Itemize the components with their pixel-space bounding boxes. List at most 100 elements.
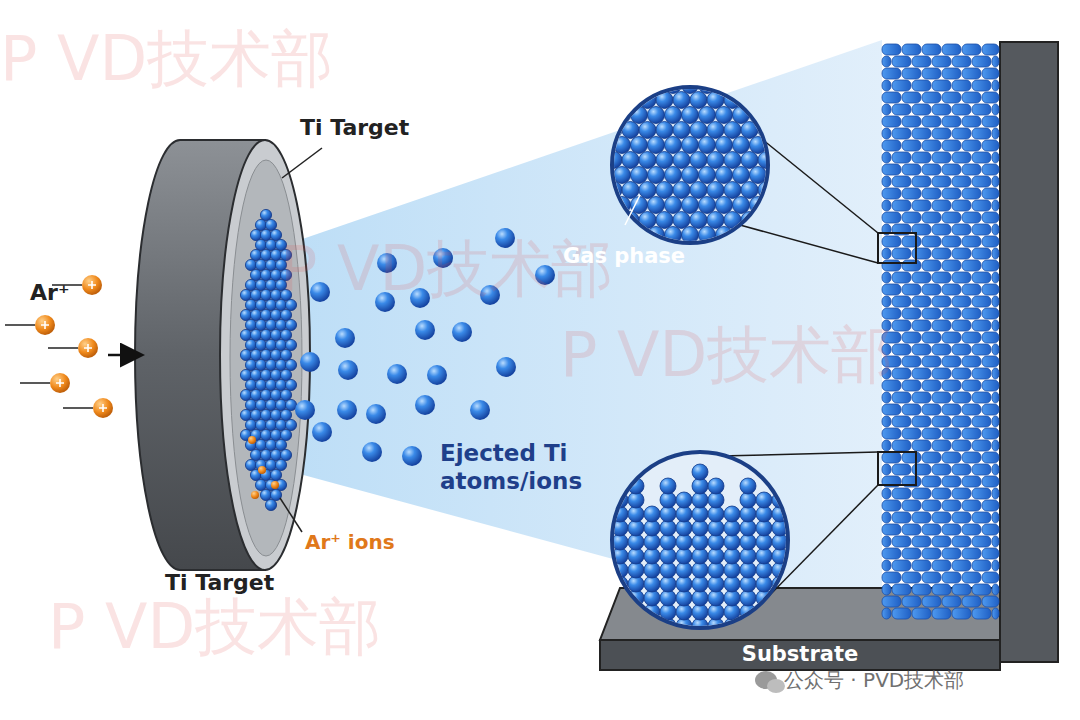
atom — [452, 322, 472, 342]
film-grain — [972, 392, 991, 403]
film-grain — [892, 608, 911, 619]
film-grain — [922, 212, 941, 223]
atom — [285, 339, 296, 350]
film-grain — [922, 524, 941, 535]
atom — [673, 152, 690, 169]
atom — [648, 137, 665, 154]
atom — [756, 534, 772, 550]
film-grain — [932, 488, 951, 499]
gas-leader — [625, 195, 640, 225]
film-grain — [922, 404, 941, 415]
atom — [740, 576, 756, 592]
film-grain — [892, 368, 911, 379]
film-grain — [952, 176, 971, 187]
film-grain — [992, 608, 999, 619]
film-grain — [982, 380, 999, 391]
magnifier-ring — [612, 452, 788, 628]
atom — [245, 319, 256, 330]
atom — [733, 77, 750, 94]
film-grain — [962, 596, 981, 607]
atom — [690, 92, 707, 109]
film-grain — [892, 104, 911, 115]
film-grain — [902, 548, 921, 559]
film-grain — [952, 152, 971, 163]
atom — [260, 389, 271, 400]
target-face-inner — [230, 160, 302, 556]
argon-ions — [5, 275, 113, 418]
atom — [260, 369, 271, 380]
atom — [285, 379, 296, 390]
film-grain — [962, 524, 981, 535]
atom — [280, 309, 291, 320]
atom — [692, 576, 708, 592]
atom — [741, 182, 758, 199]
film-grain — [882, 92, 901, 103]
film-grain — [992, 560, 999, 571]
film-grain — [882, 296, 891, 307]
film-grain — [962, 452, 981, 463]
atom — [614, 227, 631, 244]
atom — [758, 92, 775, 109]
label-leader — [282, 148, 322, 178]
film-grain — [892, 512, 911, 523]
atom — [690, 122, 707, 139]
film-grain — [882, 176, 891, 187]
atom — [250, 369, 261, 380]
film-grain — [982, 140, 999, 151]
film-grain — [882, 104, 891, 115]
atom — [660, 632, 676, 648]
atom — [275, 359, 286, 370]
film-grain — [962, 44, 981, 55]
atom — [644, 590, 660, 606]
atom — [387, 364, 407, 384]
atom — [295, 400, 315, 420]
atom — [644, 562, 660, 578]
film-grain — [952, 536, 971, 547]
film-grain — [892, 272, 911, 283]
atom — [248, 436, 256, 444]
atom — [245, 339, 256, 350]
film-grain — [982, 356, 999, 367]
film-grain — [962, 92, 981, 103]
film-grain — [972, 368, 991, 379]
atom — [767, 227, 784, 244]
atom — [258, 466, 266, 474]
ion-trail — [5, 324, 35, 326]
atom — [260, 209, 271, 220]
atom — [245, 299, 256, 310]
atom — [275, 419, 286, 430]
atom — [260, 289, 271, 300]
atom — [250, 249, 261, 260]
film-grain — [932, 104, 951, 115]
atom — [402, 446, 422, 466]
film-grain — [992, 464, 999, 475]
atom — [35, 315, 55, 335]
film-grain — [912, 464, 931, 475]
film-grain — [952, 440, 971, 451]
film-grain — [982, 236, 999, 247]
atom — [250, 409, 261, 420]
atom — [245, 419, 256, 430]
film-grain — [902, 428, 921, 439]
atom — [692, 562, 708, 578]
film-grain — [882, 440, 891, 451]
film-grain — [912, 440, 931, 451]
atom — [255, 239, 266, 250]
film-grain — [982, 476, 999, 487]
film-grain — [942, 572, 961, 583]
atom — [758, 212, 775, 229]
film-grain — [922, 44, 941, 55]
atom — [676, 604, 692, 620]
film-grain — [912, 392, 931, 403]
ion-trail — [48, 347, 78, 349]
atom — [250, 349, 261, 360]
film-grain — [902, 188, 921, 199]
zoom-leader — [720, 452, 878, 456]
film-grain — [912, 608, 931, 619]
atom — [740, 562, 756, 578]
atom — [275, 319, 286, 330]
film-grain — [892, 344, 911, 355]
atom — [265, 239, 276, 250]
atom — [597, 197, 614, 214]
part-label: Ti Target — [165, 570, 325, 596]
